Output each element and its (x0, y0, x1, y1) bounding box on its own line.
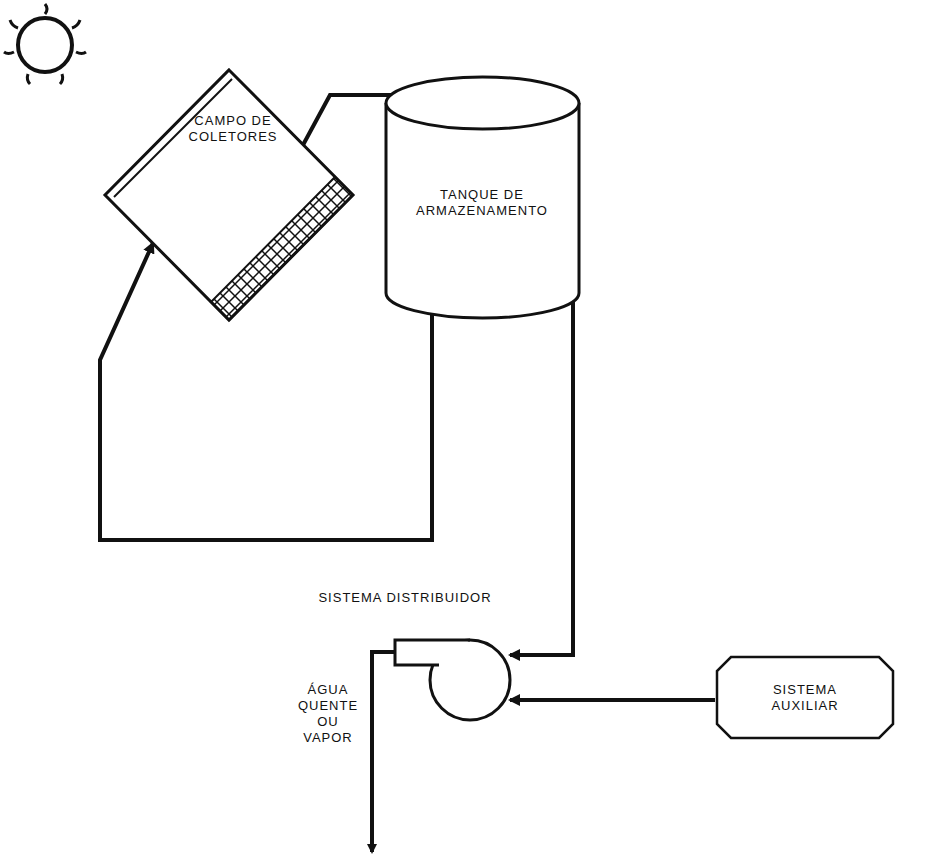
pipe-connector (510, 302, 573, 655)
node-label: TANQUE DE ARMAZENAMENTO (407, 187, 557, 219)
node-shape (103, 68, 355, 322)
collector-panel (105, 70, 353, 320)
storage-tank: TANQUE DE ARMAZENAMENTO (385, 75, 580, 320)
output-label: ÁGUA QUENTE OU VAPOR (298, 682, 358, 746)
auxiliary-octagon (717, 657, 893, 738)
collector-field: CAMPO DE COLETORES (103, 68, 355, 322)
pipe-connector (510, 698, 715, 702)
pipe-connector (100, 243, 432, 540)
pump-outlet (395, 640, 470, 665)
node-label: CAMPO DE COLETORES (189, 113, 278, 145)
auxiliary-system: SISTEMA AUXILIAR (715, 655, 895, 740)
absorber-hatch (211, 177, 353, 320)
sun-symbol (4, 4, 86, 84)
node-label: SISTEMA DISTRIBUIDOR (318, 590, 491, 606)
tank-body (386, 103, 579, 318)
node-label: SISTEMA AUXILIAR (771, 682, 838, 714)
tank-top (386, 77, 579, 129)
output-pipe (372, 652, 395, 852)
